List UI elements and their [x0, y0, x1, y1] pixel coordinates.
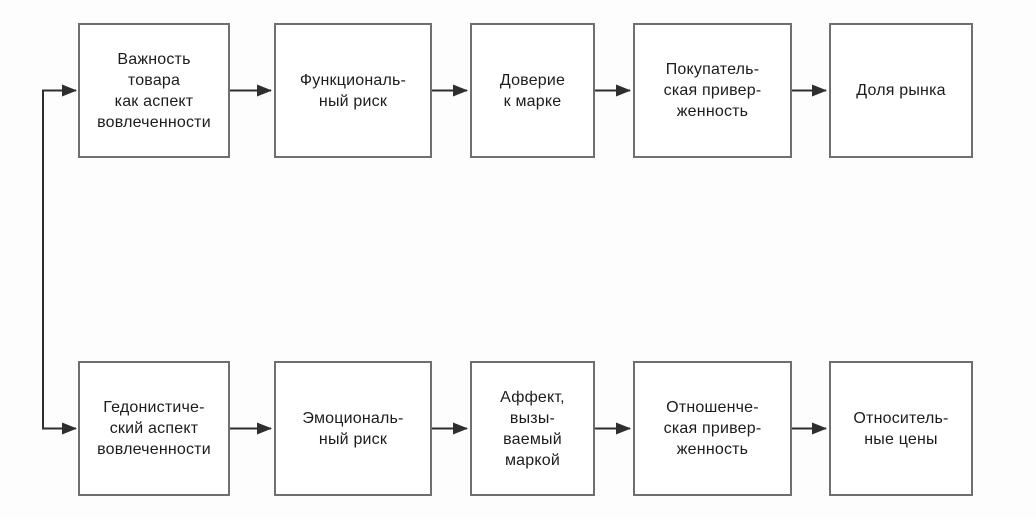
box-relative-prices: Относитель- ные цены [829, 361, 973, 496]
box-label: Отношенче- ская привер- женность [663, 399, 762, 458]
box-market-share: Доля рынка [829, 23, 973, 158]
box-functional-risk: Функциональ- ный риск [274, 23, 432, 158]
box-label: Функциональ- ный риск [299, 71, 407, 110]
box-label: Гедонистиче- ский аспект вовлеченности [97, 399, 211, 458]
box-purchase-loyalty: Покупатель- ская привер- женность [633, 23, 792, 158]
box-emotional-risk: Эмоциональ- ный риск [274, 361, 432, 496]
box-label: Эмоциональ- ный риск [302, 409, 404, 448]
box-attitudinal-loyalty: Отношенче- ская привер- женность [633, 361, 792, 496]
box-label: Относитель- ные цены [853, 409, 949, 448]
box-product-importance: Важность товара как аспект вовлеченности [78, 23, 230, 158]
box-label: Покупатель- ская привер- женность [663, 61, 762, 120]
box-label: Доля рынка [856, 82, 946, 99]
box-hedonic-aspect: Гедонистиче- ский аспект вовлеченности [78, 361, 230, 496]
box-brand-trust: Доверие к марке [470, 23, 595, 158]
box-label: Доверие к марке [499, 71, 566, 110]
box-label: Аффект, вызы- ваемый маркой [500, 388, 565, 469]
box-label: Важность товара как аспект вовлеченности [97, 50, 211, 131]
box-brand-affect: Аффект, вызы- ваемый маркой [470, 361, 595, 496]
